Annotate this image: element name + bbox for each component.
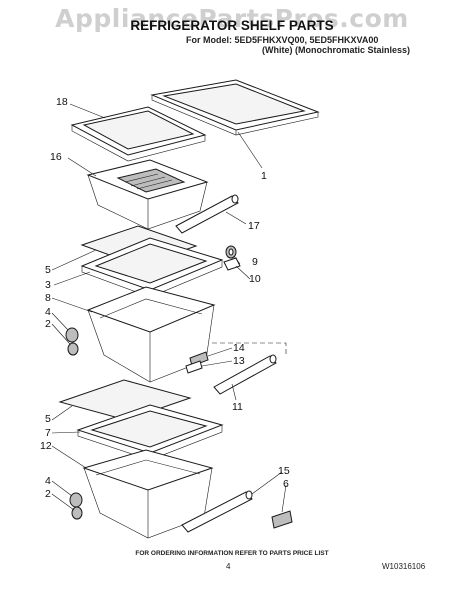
part-bracket-6 — [271, 510, 293, 529]
watermark: AppliancePartsPros.com — [55, 4, 409, 33]
callout-5-lower: 5 — [45, 413, 51, 425]
part-wheel-4b — [69, 492, 83, 508]
callout-9: 9 — [252, 256, 258, 268]
document-number: W10316106 — [382, 562, 426, 571]
model-line: For Model: 5ED5FHKXVQ00, 5ED5FHKXVA00 — [186, 35, 379, 45]
part-glass-panel-5b — [58, 379, 192, 421]
part-cover-frame-18 — [70, 106, 207, 162]
callout-11: 11 — [232, 401, 243, 413]
callout-6: 6 — [283, 478, 289, 490]
page-number: 4 — [226, 562, 231, 571]
callout-10: 10 — [249, 273, 261, 285]
callout-13: 13 — [233, 355, 245, 367]
part-rod-15 — [181, 490, 253, 533]
part-frame-3 — [80, 237, 224, 298]
ordering-note: FOR ORDERING INFORMATION REFER TO PARTS … — [135, 550, 329, 557]
callout-18: 18 — [56, 96, 68, 108]
callout-14: 14 — [233, 342, 245, 354]
part-screw-2a — [67, 342, 79, 356]
callout-2-upper: 2 — [45, 318, 51, 330]
part-clip-13 — [185, 360, 203, 374]
callout-4-lower: 4 — [45, 475, 51, 487]
part-knob-9 — [225, 245, 237, 259]
leader-lines — [51, 103, 287, 513]
callout-1: 1 — [261, 170, 267, 182]
callout-12: 12 — [40, 440, 52, 452]
part-drawer-12 — [82, 449, 214, 539]
callout-2-lower: 2 — [45, 488, 51, 500]
callout-4-upper: 4 — [45, 306, 51, 318]
callout-8: 8 — [45, 292, 51, 304]
part-wheel-4a — [65, 327, 79, 343]
page-title: REFRIGERATOR SHELF PARTS — [130, 18, 334, 33]
callout-5-upper: 5 — [45, 264, 51, 276]
part-frame-7 — [76, 404, 224, 461]
part-drawer-8 — [86, 286, 216, 383]
callout-17: 17 — [248, 220, 260, 232]
variant-line: (White) (Monochromatic Stainless) — [262, 45, 411, 55]
part-rod-17 — [175, 194, 239, 234]
callout-7: 7 — [45, 427, 51, 439]
callout-16: 16 — [50, 151, 62, 163]
callout-15: 15 — [278, 465, 290, 477]
part-shelf-frame-1 — [150, 79, 320, 136]
callout-3: 3 — [45, 279, 51, 291]
part-clip-10 — [223, 257, 241, 271]
part-screw-2b — [71, 506, 83, 520]
part-rod-11 — [212, 342, 287, 395]
part-pan-16 — [86, 159, 209, 230]
